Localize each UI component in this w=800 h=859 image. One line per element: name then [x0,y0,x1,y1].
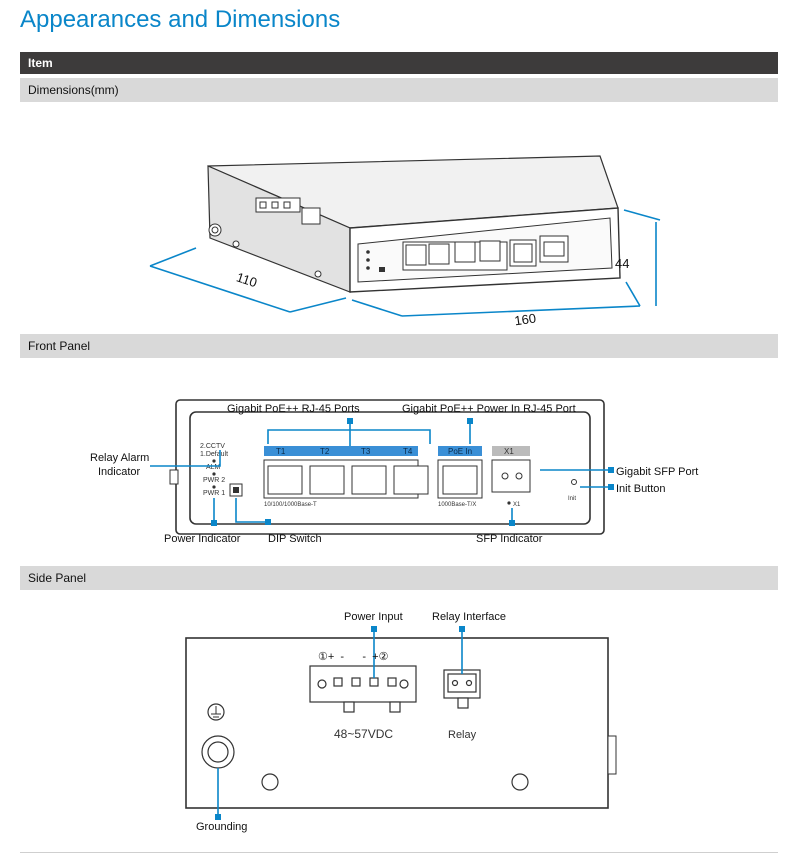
page-title: Appearances and Dimensions [20,6,341,33]
led-label-pwr1: PWR 1 [203,490,225,497]
side-panel-drawing: Power Input Relay Interface ①+ - - +② 48… [185,611,617,833]
callout-grounding: Grounding [196,821,247,833]
callout-poe-ports: Gigabit PoE++ RJ-45 Ports [227,403,360,415]
voltage-label: 48~57VDC [334,727,393,741]
table-header: Item [20,52,778,74]
polarity-label: ①+ - - +② [318,651,389,663]
callout-relay-alarm-1: Relay Alarm [90,452,149,464]
callout-sfp-indicator: SFP Indicator [476,533,543,545]
port-label-poe-in: PoE In [448,447,472,456]
section-side-title: Side Panel [20,566,778,590]
callout-poe-in: Gigabit PoE++ Power In RJ-45 Port [402,403,576,415]
height-dimension: 44 [615,256,629,271]
port-label-t3: T3 [361,447,371,456]
section-dimensions-title: Dimensions(mm) [20,78,778,102]
led-label-pwr2: PWR 2 [203,477,225,484]
port-label-t4: T4 [403,447,413,456]
callout-relay-interface: Relay Interface [432,611,506,623]
led-label-cctv: 2.CCTV [200,443,225,450]
callout-power-input: Power Input [344,611,403,623]
speed-label: 10/100/1000Base-T [264,502,317,508]
width-dimension: 110 [235,269,259,290]
dimensions-drawing: 110 160 44 [149,155,661,328]
dimensions-panel: 110 160 44 [20,102,778,330]
led-label-alm: ALM [206,464,221,471]
sfp-led-label: X1 [513,502,521,508]
callout-relay-alarm-2: Indicator [98,466,141,478]
relay-label: Relay [448,729,477,741]
led-label-default: 1.Default [200,451,228,458]
port-label-t1: T1 [276,447,286,456]
callout-power-indicator: Power Indicator [164,533,241,545]
callout-dip-switch: DIP Switch [268,533,322,545]
callout-init-button: Init Button [616,483,666,495]
port-label-x1: X1 [504,447,514,456]
front-panel-drawing: 2.CCTV 1.Default ALM PWR 2 PWR 1 T1 T2 T… [90,399,698,545]
front-panel: 2.CCTV 1.Default ALM PWR 2 PWR 1 T1 T2 T… [20,358,778,570]
callout-sfp-port: Gigabit SFP Port [616,466,698,478]
spec-table: Item Dimensions(mm) [20,52,778,853]
length-dimension: 160 [513,310,537,328]
poe-in-speed-label: 1000Base-T/X [438,502,476,508]
section-front-title: Front Panel [20,334,778,358]
init-label: Init [568,496,576,502]
side-panel: Power Input Relay Interface ①+ - - +② 48… [20,590,778,850]
port-label-t2: T2 [320,447,330,456]
